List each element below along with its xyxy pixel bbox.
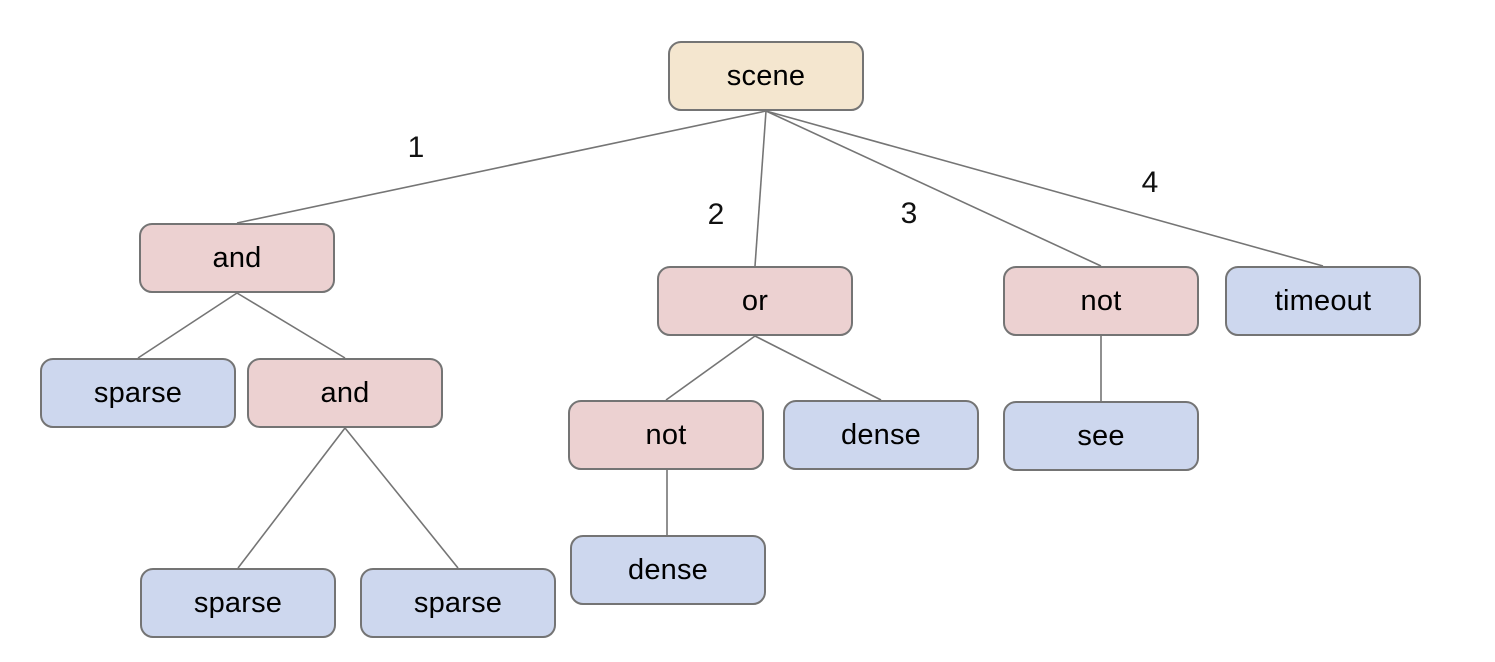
node-dense-2: dense bbox=[570, 535, 766, 605]
node-not-1: not bbox=[1003, 266, 1199, 336]
edge-line-scene-timeout bbox=[765, 110, 1324, 267]
edge-line-scene-or1 bbox=[754, 110, 767, 267]
edge-label-2: 2 bbox=[707, 198, 725, 231]
edge-line-scene-not1 bbox=[765, 110, 1102, 267]
node-dense-1: dense bbox=[783, 400, 979, 470]
node-or: or bbox=[657, 266, 853, 336]
node-sparse-2: sparse bbox=[140, 568, 336, 638]
edge-label-3: 3 bbox=[900, 197, 918, 230]
node-scene: scene bbox=[668, 41, 864, 111]
node-sparse-3: sparse bbox=[360, 568, 556, 638]
edge-line-and1-sparse1 bbox=[137, 292, 238, 359]
edge-line-or1-dense1 bbox=[754, 335, 882, 401]
node-see: see bbox=[1003, 401, 1199, 471]
node-and-2: and bbox=[247, 358, 443, 428]
node-not-2: not bbox=[568, 400, 764, 470]
edge-line-scene-and1 bbox=[236, 110, 767, 224]
edge-line-and1-and2 bbox=[236, 292, 346, 359]
node-sparse-1: sparse bbox=[40, 358, 236, 428]
node-and-1: and bbox=[139, 223, 335, 293]
edge-label-1: 1 bbox=[407, 131, 425, 164]
edge-line-and2-sparse2 bbox=[237, 427, 346, 569]
edge-line-or1-not2 bbox=[665, 335, 756, 401]
node-timeout: timeout bbox=[1225, 266, 1421, 336]
edge-line-and2-sparse3 bbox=[344, 427, 459, 569]
edge-label-4: 4 bbox=[1141, 166, 1159, 199]
